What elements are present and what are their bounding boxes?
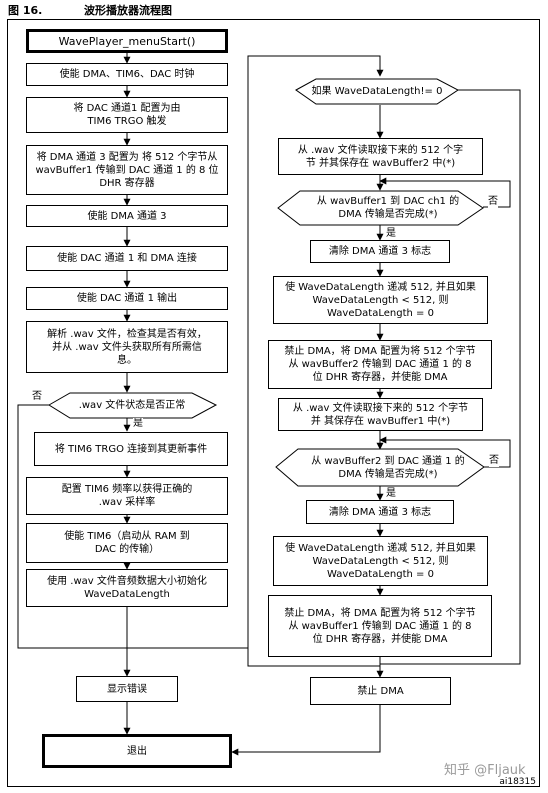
watermark: 知乎 @Fljauk: [444, 763, 526, 778]
dma-reconfig-buffer2-box: 禁止 DMA，将 DMA 配置为将 512 个字节 从 wavBuffer2 传…: [268, 340, 492, 389]
label-yes-dma1: 是: [386, 228, 396, 240]
enable-clocks-box: 使能 DMA、TIM6、DAC 时钟: [26, 63, 228, 86]
start-box: WavePlayer_menuStart(): [26, 29, 228, 53]
label-no-dma1: 否: [488, 196, 498, 208]
dma-reconfig-buffer1-box: 禁止 DMA，将 DMA 配置为将 512 个字节 从 wavBuffer1 传…: [268, 595, 492, 657]
dac-dma-link-box: 使能 DAC 通道 1 和 DMA 连接: [26, 246, 228, 271]
figure-number: 图 16.: [8, 4, 43, 17]
arrow-disable-exit: [231, 705, 381, 756]
diagram-frame: [7, 19, 540, 787]
dac-trigger-box: 将 DAC 通道1 配置为由 TIM6 TRGO 触发: [26, 97, 228, 133]
parse-wav-box: 解析 .wav 文件，检查其是否有效， 并从 .wav 文件头获取所有所需信息。: [26, 321, 228, 373]
decision-wavedatalength-shape: [295, 78, 459, 105]
label-yes-dma2: 是: [386, 488, 396, 500]
label-no-wav: 否: [32, 391, 42, 403]
arrow-r0-no: [376, 89, 521, 678]
decision-wav-valid: .wav 文件状态是否正常: [78, 400, 186, 411]
decision-dma-buffer1: 从 wavBuffer1 到 DAC ch1 的 DMA 传输是否完成(*): [316, 196, 460, 220]
decision-wav-valid-shape: [48, 392, 218, 419]
decision-dma-ch1-shape: [277, 190, 484, 226]
decrement-length-box-2: 使 WaveDataLength 递减 512, 并且如果 WaveDataLe…: [273, 536, 488, 586]
decision-dma-buffer2: 从 wavBuffer2 到 DAC 通道 1 的 DMA 传输是否完成(*): [311, 455, 465, 480]
exit-box: 退出: [42, 734, 232, 768]
figure-title: 波形播放器流程图: [84, 4, 172, 17]
init-length-box: 使用 .wav 文件音频数据大小初始化 WaveDataLength: [26, 569, 228, 607]
clear-flag-box-2: 清除 DMA 通道 3 标志: [306, 500, 454, 524]
disable-dma-box: 禁止 DMA: [310, 677, 451, 705]
enable-dma-box: 使能 DMA 通道 3: [26, 205, 228, 227]
label-no-dma2: 否: [489, 455, 499, 467]
clear-flag-box-1: 清除 DMA 通道 3 标志: [310, 240, 450, 263]
decision-wavedatalength: 如果 WaveDataLength!= 0: [311, 86, 443, 97]
decrement-length-box-1: 使 WaveDataLength 递减 512, 并且如果 WaveDataLe…: [273, 276, 488, 324]
tim6-trgo-box: 将 TIM6 TRGO 连接到其更新事件: [34, 432, 228, 466]
dac-output-box: 使能 DAC 通道 1 输出: [26, 287, 228, 310]
read-to-buffer1-box: 从 .wav 文件读取接下来的 512 个字节并 其保存在 wavBuffer1…: [278, 398, 483, 431]
tim6-freq-box: 配置 TIM6 频率以获得正确的 .wav 采样率: [26, 477, 228, 515]
label-yes-wav: 是: [133, 418, 143, 430]
arrow-dec-no: [17, 404, 131, 677]
show-error-box: 显示错误: [76, 676, 178, 702]
decision-dma-ch1b-shape: [275, 448, 485, 487]
arrow-r7-no: [379, 436, 511, 468]
enable-tim6-box: 使能 TIM6（启动从 RAM 到 DAC 的传输）: [26, 523, 228, 563]
dma-config-box: 将 DMA 通道 3 配置为 将 512 个字节从 wavBuffer1 传输到…: [26, 145, 228, 195]
arrow-loop-back: [247, 96, 381, 667]
figure-id: ai18315: [499, 777, 536, 787]
read-to-buffer2-box: 从 .wav 文件读取接下来的 512 个字节 并其保存在 wavBuffer2…: [278, 138, 483, 175]
